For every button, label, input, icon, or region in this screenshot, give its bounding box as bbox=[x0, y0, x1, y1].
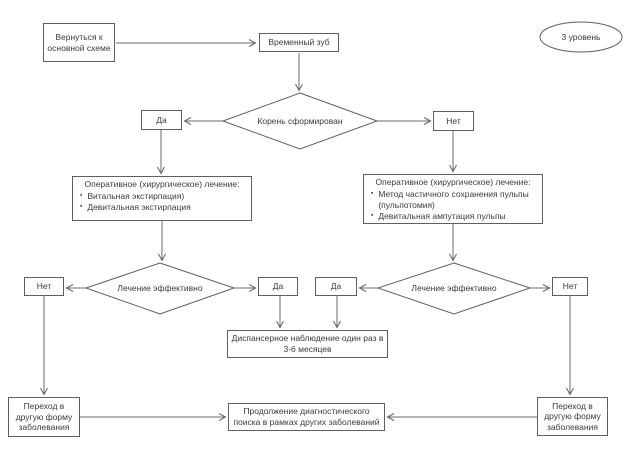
node-transition-right: Переход в другую форму заболевания bbox=[537, 397, 608, 436]
treatment-right-bullet-1: ▪ Метод частичного сохранения пульпы (пу… bbox=[371, 188, 529, 210]
node-treatment-root-unformed: Оперативное (хирургическое) лечение: ▪ М… bbox=[363, 174, 543, 224]
node-return-to-main-scheme[interactable]: Вернуться к основной схеме bbox=[43, 23, 115, 62]
node-temporary-tooth: Временный зуб bbox=[259, 33, 339, 52]
treatment-left-bullet-2: ▪ Девитальная экстирпация bbox=[80, 201, 191, 212]
diamond-root-formed bbox=[221, 92, 379, 150]
treatment-left-title: Оперативное (хирургическое) лечение: bbox=[84, 179, 240, 189]
node-root-yes: Да bbox=[141, 110, 182, 130]
diamond-effective-left bbox=[84, 262, 236, 315]
node-effective-right-no: Нет bbox=[552, 277, 588, 296]
node-transition-left: Переход в другую форму заболевания bbox=[8, 397, 80, 437]
bullet-icon: ▪ bbox=[371, 211, 374, 219]
node-effective-left-yes: Да bbox=[258, 277, 298, 296]
treatment-right-bullet-2: ▪ Девитальная ампутация пульпы bbox=[371, 210, 506, 221]
node-continue-diagnostic-search: Продолжение диагностического поиска в ра… bbox=[228, 403, 385, 431]
node-dispensary-observation: Диспансерное наблюдение один раз в 3-6 м… bbox=[227, 330, 388, 358]
node-effective-right-yes: Да bbox=[315, 277, 357, 296]
level-badge-ellipse bbox=[539, 21, 623, 53]
diamond-effective-right bbox=[376, 262, 532, 315]
treatment-right-title: Оперативное (хирургическое) лечение: bbox=[375, 177, 531, 187]
bullet-icon: ▪ bbox=[80, 202, 83, 210]
bullet-icon: ▪ bbox=[371, 189, 374, 197]
node-effective-left-no: Нет bbox=[24, 277, 64, 296]
node-treatment-root-formed: Оперативное (хирургическое) лечение: ▪ В… bbox=[72, 176, 252, 221]
bullet-icon: ▪ bbox=[80, 191, 83, 199]
node-root-no: Нет bbox=[433, 111, 474, 131]
treatment-left-bullet-1: ▪ Витальная экстирпация) bbox=[80, 190, 185, 201]
